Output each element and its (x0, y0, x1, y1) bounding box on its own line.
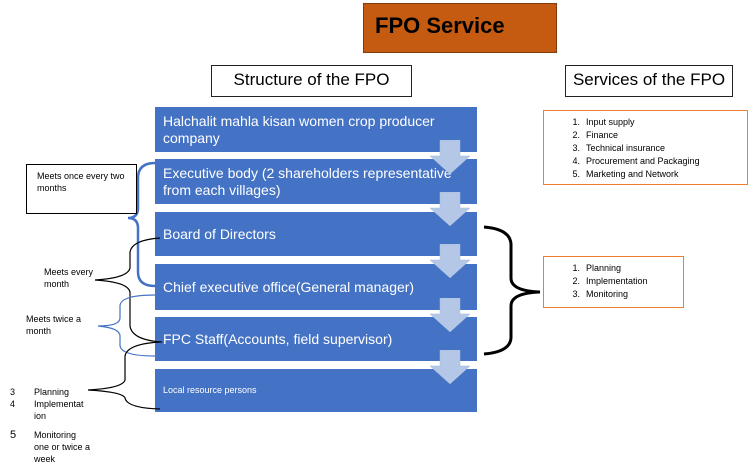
list-item: 2.Implementation (572, 276, 648, 286)
executive-body-label: Executive body (2 shareholders represent… (163, 164, 452, 198)
down-arrow-icon (430, 140, 470, 174)
functions-list-box: 1.Planning 2.Implementation 3.Monitoring (543, 256, 684, 308)
bimonthly-note-box: Meets once every two months (26, 164, 137, 214)
executive-body-box: Executive body (2 shareholders represent… (155, 159, 477, 204)
services-header: Services of the FPO (565, 65, 733, 97)
company-box-label: Halchalit mahla kisan women crop produce… (163, 112, 435, 146)
ceo-label: Chief executive office(General manager) (163, 278, 415, 295)
ceo-box: Chief executive office(General manager) (155, 264, 477, 310)
local-resource-label: Local resource persons (163, 385, 257, 395)
services-list-box: 1.Input supply 2.Finance 3.Technical ins… (543, 110, 748, 185)
fpc-staff-box: FPC Staff(Accounts, field supervisor) (155, 317, 477, 361)
board-of-directors-box: Board of Directors (155, 212, 477, 256)
bimonthly-note: Meets once every two months (37, 171, 125, 193)
down-arrow-icon (430, 244, 470, 278)
down-arrow-icon (430, 298, 470, 332)
lrp-bracket (87, 341, 161, 410)
list-item: 3.Technical insurance (572, 143, 666, 153)
down-arrow-icon (430, 192, 470, 226)
list-item: 1.Planning (572, 263, 622, 273)
company-box: Halchalit mahla kisan women crop produce… (155, 107, 477, 152)
monthly-note: Meets every month (44, 267, 94, 289)
structure-header: Structure of the FPO (211, 65, 412, 97)
local-resource-box: Local resource persons (155, 369, 477, 412)
services-bracket (483, 225, 541, 356)
twice-monthly-note: Meets twice a month (26, 314, 82, 336)
list-item: 5.Marketing and Network (572, 169, 679, 179)
list-item: 3.Monitoring (572, 289, 629, 299)
title-box: FPO Service (363, 3, 557, 53)
monthly-bracket (94, 237, 163, 343)
page-title: FPO Service (375, 13, 505, 38)
bimonthly-bracket (127, 161, 156, 288)
list-item: 1.Input supply (572, 117, 635, 127)
fpc-staff-label: FPC Staff(Accounts, field supervisor) (163, 330, 393, 347)
list-item: 2.Finance (572, 130, 619, 140)
twice-monthly-bracket (97, 294, 156, 357)
list-item: 4.Procurement and Packaging (572, 156, 700, 166)
board-of-directors-label: Board of Directors (163, 225, 276, 242)
down-arrow-icon (430, 350, 470, 384)
